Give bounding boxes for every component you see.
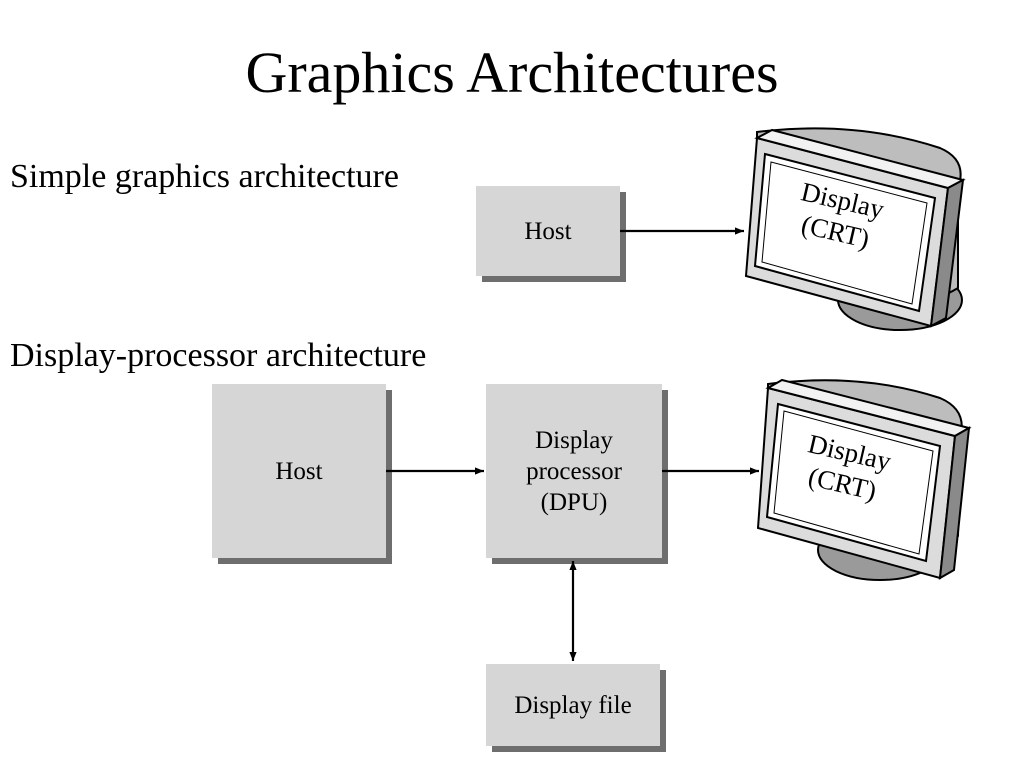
display-file-label: Display file bbox=[514, 691, 632, 719]
section-label-display-processor: Display-processor architecture bbox=[10, 337, 427, 374]
dpu-label-line3: (DPU) bbox=[540, 488, 608, 516]
host-label: Host bbox=[275, 457, 323, 485]
monitor-icon bbox=[756, 378, 972, 581]
host-label: Host bbox=[524, 217, 572, 245]
host-box-display-processor: Host bbox=[212, 384, 386, 558]
monitor-icon bbox=[744, 127, 966, 331]
slide-title: Graphics Architectures bbox=[245, 40, 779, 105]
dpu-label-line1: Display bbox=[535, 426, 613, 454]
dpu-label-line2: processor bbox=[526, 457, 622, 485]
section-label-simple: Simple graphics architecture bbox=[10, 158, 399, 195]
display-file-box: Display file bbox=[486, 664, 660, 746]
host-box-simple: Host bbox=[476, 186, 620, 276]
display-processor-box: Display processor (DPU) bbox=[486, 384, 662, 558]
